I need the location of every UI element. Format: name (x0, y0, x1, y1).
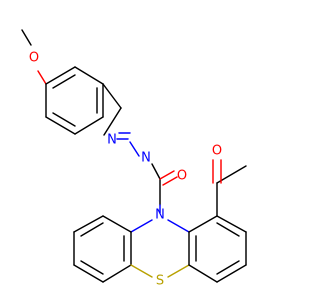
bond (151, 163, 161, 180)
bond (159, 170, 175, 180)
bond (73, 215, 104, 233)
hydrazone-linker (102, 83, 161, 180)
bond (216, 215, 247, 233)
methoxy-group (21, 29, 47, 85)
bond (80, 222, 104, 237)
hydrazone-n1-label: N (107, 133, 117, 148)
bond (188, 215, 218, 233)
ring-nitrogen-label: N (155, 208, 165, 223)
bond (37, 70, 47, 85)
bond (74, 66, 104, 85)
carbonyl-group (159, 170, 178, 214)
bond (102, 215, 132, 233)
bond (52, 74, 76, 89)
bond (167, 219, 190, 233)
phenothiazine-core (73, 215, 247, 283)
bond (103, 107, 122, 136)
hydrazone-n2-label: N (141, 151, 151, 166)
bond (74, 116, 104, 135)
bond (216, 165, 247, 184)
bond (45, 116, 76, 135)
bond (162, 176, 178, 186)
bond (130, 264, 153, 278)
bond (130, 219, 153, 233)
bond (21, 29, 32, 46)
bond (188, 264, 218, 283)
methoxy-oxygen-label: O (29, 51, 39, 66)
methoxyphenyl-ring (45, 66, 104, 135)
acetyl-oxygen-label: O (212, 144, 222, 159)
bond (167, 264, 190, 278)
bond (45, 66, 76, 85)
bond (129, 141, 140, 157)
ring-sulfur-label: S (156, 274, 164, 289)
bond (52, 112, 76, 127)
carbonyl-oxygen-label: O (177, 169, 187, 184)
bond (102, 83, 122, 109)
bond (102, 264, 132, 283)
acetyl-group (212, 159, 247, 217)
bond (216, 222, 240, 237)
bond (216, 264, 247, 283)
bond (73, 264, 104, 283)
bond (80, 260, 104, 275)
bond (216, 260, 240, 275)
molecule-structure-diagram: O N N O N O S (21, 29, 247, 289)
